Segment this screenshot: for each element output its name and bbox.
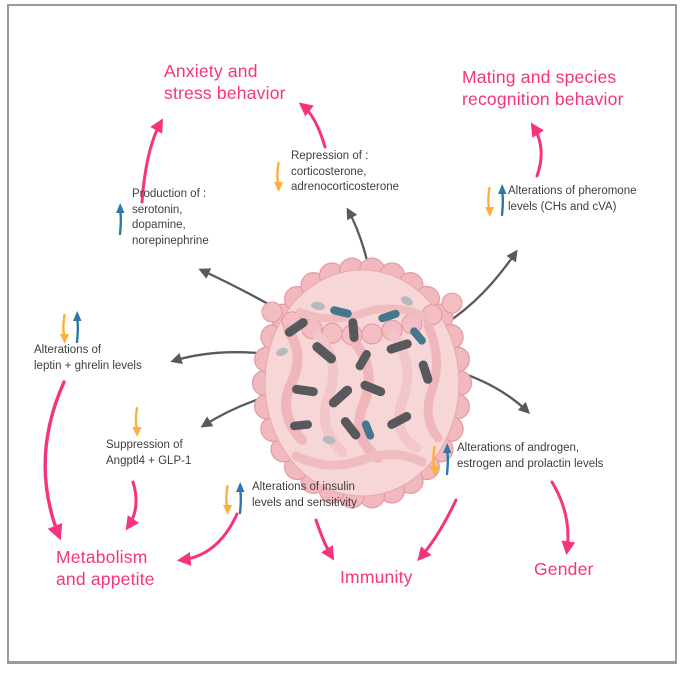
pink-arrow-production-to-anxiety [140, 118, 164, 204]
decrease-arrow-icon [223, 484, 232, 515]
increase-arrow-icon [443, 443, 452, 476]
repression-indicator [272, 158, 285, 192]
increase-arrow-icon [116, 203, 125, 236]
pink-arrow-insulin-to-immunity [314, 518, 335, 561]
pink-arrow-androgen-to-immunity [417, 498, 458, 562]
outcome-mating: Mating and species recognition behavior [462, 67, 624, 109]
pink-arrow-repression-to-anxiety [298, 102, 327, 149]
label-androgen: Alterations of androgen, estrogen and pr… [457, 442, 604, 470]
increase-arrow-icon [236, 482, 245, 515]
decrease-arrow-icon [132, 406, 142, 437]
outcome-metabolism: Metabolism and appetite [56, 547, 155, 589]
pink-arrow-suppression-to-metabolism [125, 480, 140, 531]
label-production: Production of : serotonin, dopamine, nor… [132, 188, 209, 247]
label-insulin: Alterations of insulin levels and sensit… [252, 481, 357, 509]
leptin-indicator [58, 310, 83, 344]
pheromone-indicator [483, 183, 508, 217]
decrease-arrow-icon [274, 161, 283, 192]
pink-connectors [43, 102, 576, 566]
suppression-indicator [130, 406, 144, 438]
label-pheromone: Alterations of pheromone levels (CHs and… [508, 185, 637, 213]
label-suppression: Suppression of Angptl4 + GLP-1 [106, 439, 192, 467]
increase-arrow-icon [73, 311, 82, 344]
pink-arrow-androgen-to-gender [550, 480, 576, 556]
decrease-arrow-icon [430, 445, 439, 476]
gut-illustration [251, 257, 473, 509]
increase-arrow-icon [498, 184, 507, 217]
label-repression: Repression of : corticosterone, adrenoco… [291, 150, 400, 193]
insulin-indicator [221, 481, 246, 515]
pink-arrow-pheromone-to-mating [530, 122, 545, 178]
decrease-arrow-icon [485, 186, 494, 217]
production-indicator [114, 202, 126, 236]
androgen-indicator [428, 442, 453, 476]
gut-bacteria [276, 296, 433, 445]
pink-arrow-insulin-to-metabolism [176, 512, 239, 566]
outcome-immunity: Immunity [340, 567, 413, 587]
outcome-anxiety: Anxiety and stress behavior [164, 61, 286, 103]
decrease-arrow-icon [60, 313, 69, 344]
pink-arrow-leptin-to-metabolism [43, 380, 66, 541]
label-leptin: Alterations of leptin + ghrelin levels [34, 344, 142, 372]
outcome-gender: Gender [534, 559, 594, 579]
